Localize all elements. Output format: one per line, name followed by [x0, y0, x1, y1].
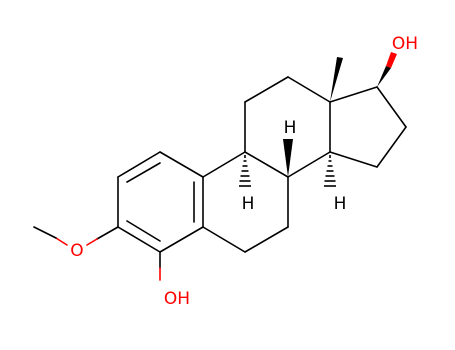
bond-c15-c14 [329, 151, 378, 168]
h8-wedge [283, 139, 293, 177]
bond-c11-c12 [244, 76, 289, 103]
bond-c3-c4 [117, 226, 161, 253]
bond-c12-c13 [287, 76, 331, 103]
oh-17-label: OH [392, 34, 418, 54]
h-9-label: H [242, 194, 255, 214]
bond-c8-c9 [244, 151, 289, 178]
h14-hash [324, 155, 336, 187]
bond-c14-c8 [287, 151, 331, 178]
bond-c4-c5 [159, 226, 204, 253]
oh-4-label: OH [164, 289, 190, 309]
h9-hash [239, 155, 251, 187]
bond-c3-c4-inner [126, 220, 161, 242]
bond-c5-c6 [202, 226, 246, 253]
bond-c17-c16 [376, 86, 407, 128]
bond-c1-c2 [117, 151, 161, 178]
h-8-label: H [284, 118, 297, 138]
bond-c3-o [96, 226, 119, 240]
bond-c13-c17 [329, 86, 378, 103]
bond-o-ch3 [33, 226, 57, 239]
bond-c10-c1 [159, 151, 204, 178]
bond-c6-c7 [244, 226, 289, 253]
bond-c10-c9 [202, 151, 246, 178]
bond-c1-c2-inner [126, 162, 161, 183]
bond-o-ch3-red [55, 237, 68, 246]
methyl-wedge [330, 57, 343, 102]
methoxy-o-label: O [70, 241, 83, 261]
bond-c3-o-red [86, 238, 98, 246]
oh17-wedge-red [386, 52, 397, 68]
oh17-wedge-dark [377, 66, 391, 87]
bond-c16-c15 [376, 126, 407, 168]
h-14-label: H [334, 194, 347, 214]
